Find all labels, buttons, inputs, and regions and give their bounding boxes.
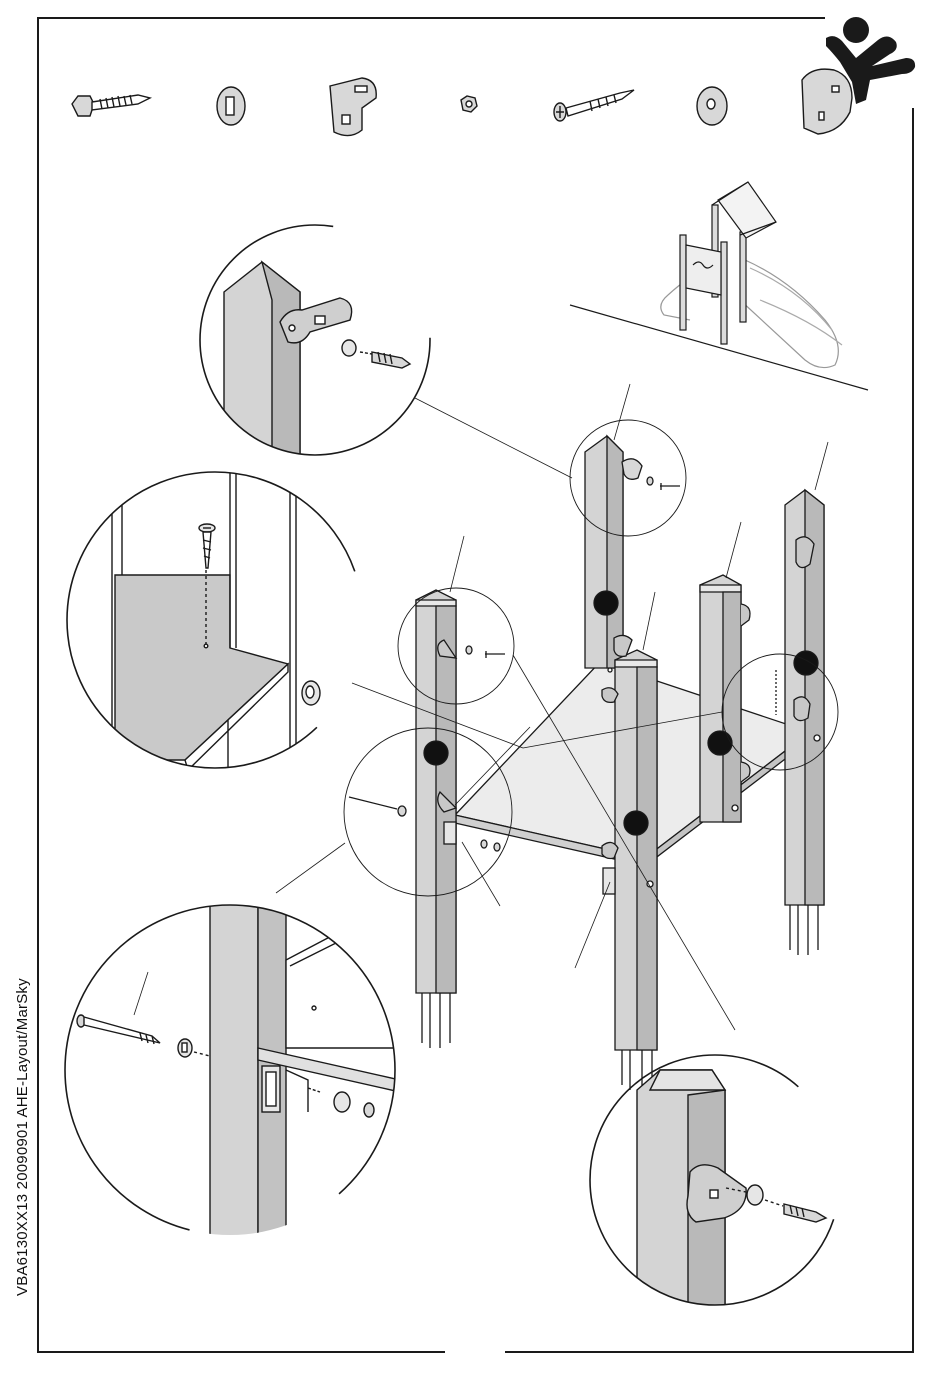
step-marker — [794, 651, 818, 675]
post-back-left — [585, 436, 623, 668]
detail-carriage-bolt — [65, 890, 400, 1250]
document-code-label: VBA6130XX13 20090901 AHE-Layout/MarSky — [14, 978, 31, 1296]
hardware-legend — [72, 69, 852, 135]
step-marker — [424, 741, 448, 765]
corner-bracket-icon — [802, 69, 852, 134]
wood-screw-icon — [554, 90, 634, 121]
detail-side-bracket — [590, 1055, 840, 1310]
angle-bracket-icon — [330, 78, 376, 136]
detail-top-bracket — [200, 225, 430, 460]
post-front-left — [416, 590, 456, 1048]
step-marker — [624, 811, 648, 835]
hex-nut-icon — [461, 96, 477, 112]
round-washer-icon — [697, 87, 727, 125]
post-back-right — [785, 490, 824, 955]
step-marker — [708, 731, 732, 755]
tower-thumbnail — [570, 182, 868, 390]
oval-washer-icon — [217, 87, 245, 125]
lag-screw-icon — [72, 95, 150, 116]
detail-deck-screw — [60, 470, 370, 780]
step-marker — [594, 591, 618, 615]
